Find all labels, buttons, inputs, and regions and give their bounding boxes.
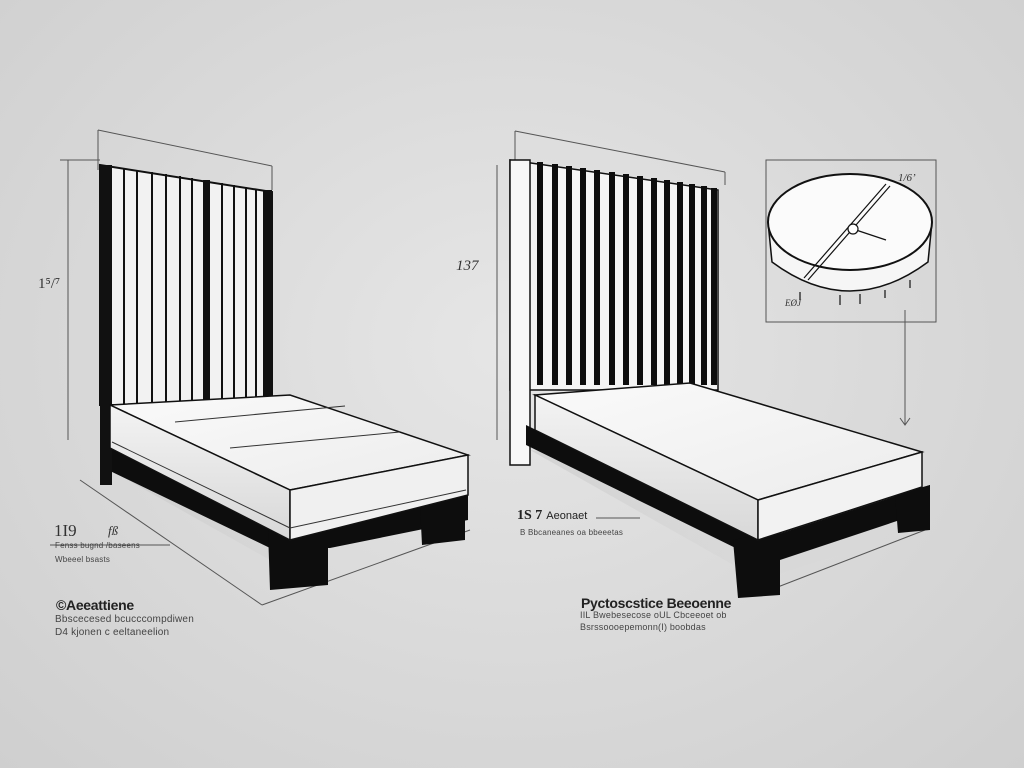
- right-bed: [496, 130, 930, 598]
- right-frame: [526, 425, 930, 598]
- left-frame: [100, 440, 468, 590]
- left-caption-title: ©Aeeattiene: [56, 597, 134, 613]
- right-dimension-lines: [496, 130, 926, 591]
- inset-label-bottom: EØJ: [785, 298, 801, 308]
- left-caption-line1: Bbscecesed bcucccompdiwen: [55, 614, 194, 625]
- inset-label-top: 1/6’: [898, 172, 916, 184]
- right-caption-line1: IIL Bwebesecose oUL Cbceeoet ob: [580, 610, 727, 620]
- left-mattress: [109, 394, 471, 542]
- left-side-dimension: 1I9: [54, 521, 77, 540]
- left-headboard-dimension: 1⁵/⁷: [38, 276, 61, 292]
- left-dimension-lines: [50, 129, 471, 606]
- right-mattress: [532, 382, 925, 542]
- left-side-note-line2: Wbeeel bsasts: [55, 555, 111, 564]
- left-headboard: [99, 163, 273, 483]
- right-side-note: B Bbcaneanes oa bbeeetas: [520, 528, 624, 537]
- right-side-dimension-label: Aeonaet: [546, 510, 588, 522]
- left-caption-line2: D4 kjonen c eeltaneelion: [55, 627, 170, 638]
- right-side-dimension-value: 1S 7: [517, 508, 543, 523]
- detail-inset: [765, 159, 937, 323]
- right-headboard: [509, 159, 719, 466]
- left-bed: [50, 129, 471, 606]
- right-caption-line2: Bsrssoooepemonn(I) boobdas: [580, 622, 706, 632]
- left-side-dimension-mark: fß: [108, 523, 119, 538]
- right-headboard-dimension: 137: [456, 258, 479, 274]
- right-caption-title: Pyctoscstice Beeoenne: [581, 595, 732, 611]
- left-side-note-line1: Fenss bugnd /baseens: [55, 541, 140, 550]
